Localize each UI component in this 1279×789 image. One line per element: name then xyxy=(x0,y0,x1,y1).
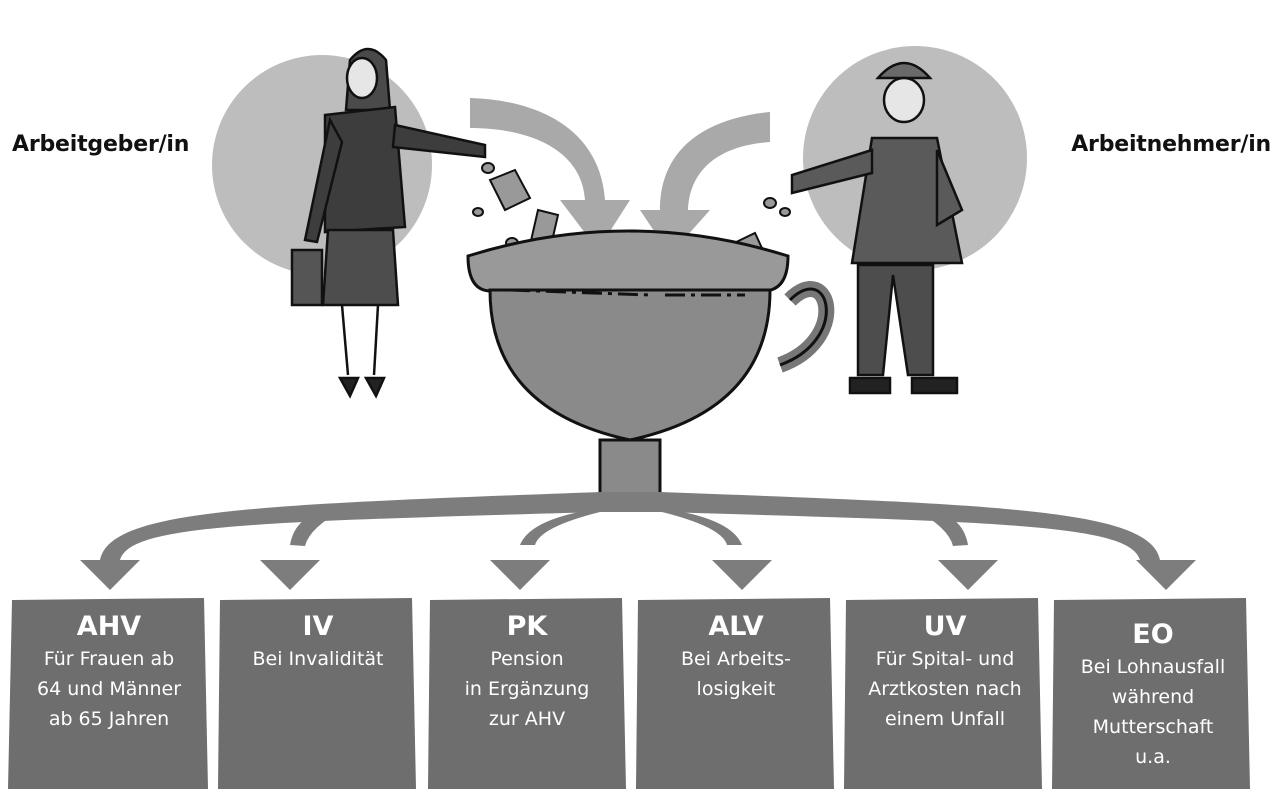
box-desc: Bei Arbeits- losigkeit xyxy=(680,648,792,700)
arrow-into-funnel-left xyxy=(470,98,630,250)
box-alv: ALV Bei Arbeits- losigkeit xyxy=(637,600,835,789)
box-bg-ahv xyxy=(8,598,208,789)
box-bg-alv xyxy=(636,598,834,789)
arrow-into-funnel-right xyxy=(640,112,770,255)
box-bg-pk xyxy=(428,598,626,789)
box-abbr: EO xyxy=(1132,619,1174,650)
box-eo: EO Bei Lohnausfall während Mutterschaft … xyxy=(1054,600,1252,789)
box-desc: Für Frauen ab 64 und Männer ab 65 Jahren xyxy=(36,648,182,730)
employee-label: Arbeitnehmer/in xyxy=(1071,132,1271,157)
box-desc: Für Spital- und Arztkosten nach einem Un… xyxy=(868,648,1022,730)
box-bg-uv xyxy=(844,598,1042,789)
box-iv: IV Bei Invalidität xyxy=(219,600,417,789)
box-pk: PK Pension in Ergänzung zur AHV xyxy=(428,600,626,789)
box-desc: Bei Invalidität xyxy=(252,648,384,670)
box-abbr: AHV xyxy=(76,611,142,642)
businesswoman-figure xyxy=(290,47,487,399)
box-bg-iv xyxy=(218,598,416,789)
box-bg-eo xyxy=(1052,598,1250,789)
employer-label: Arbeitgeber/in xyxy=(12,132,190,157)
box-desc: Bei Lohnausfall während Mutterschaft u.a… xyxy=(1080,656,1226,768)
box-abbr: UV xyxy=(923,611,967,642)
box-desc: Pension in Ergänzung zur AHV xyxy=(464,648,590,730)
box-abbr: ALV xyxy=(708,611,764,642)
box-uv: UV Für Spital- und Arztkosten nach einem… xyxy=(846,600,1044,789)
box-abbr: PK xyxy=(506,611,548,642)
box-ahv: AHV Für Frauen ab 64 und Männer ab 65 Ja… xyxy=(10,600,208,789)
box-abbr: IV xyxy=(302,611,334,642)
boxes-background xyxy=(8,598,1250,789)
worker-figure xyxy=(790,61,964,395)
funnel-icon xyxy=(466,229,835,503)
distribution-arrows xyxy=(80,492,1196,590)
